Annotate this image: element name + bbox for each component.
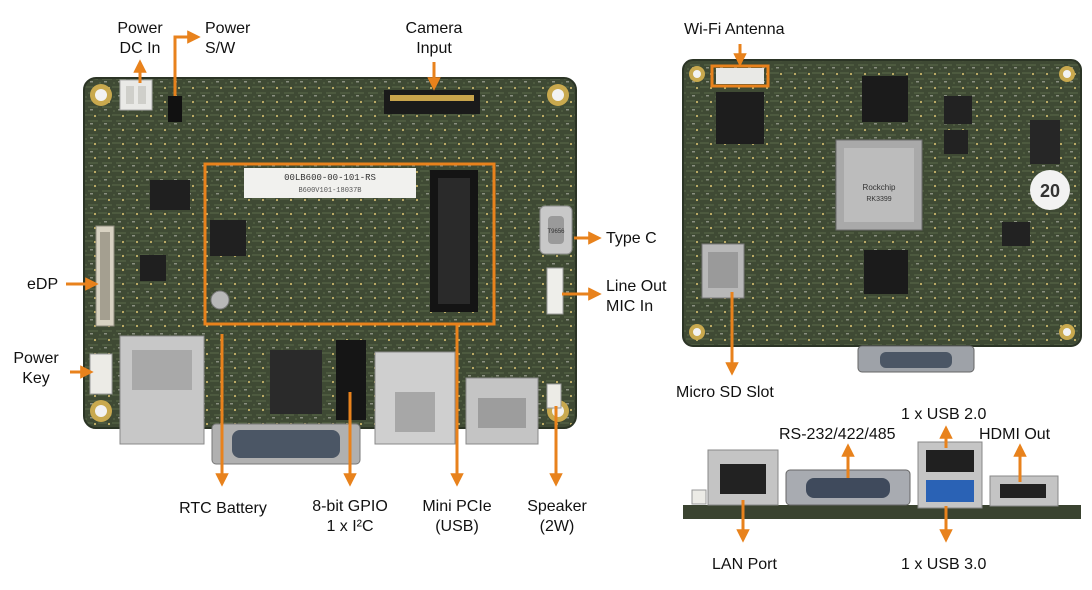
line-out-mic-connector: [546, 267, 564, 315]
badge-20: [1030, 170, 1070, 210]
label-type-c: Type C: [606, 230, 657, 247]
soc-model-text: RK3399: [866, 196, 891, 203]
badge-text: 20: [1040, 181, 1060, 201]
label-power-sw: Power S/W: [205, 20, 251, 57]
label-rtc-battery: RTC Battery: [179, 500, 267, 517]
board-bottom-view: Rockchip RK3399 20: [682, 59, 1082, 373]
arrow-power-sw: [173, 30, 201, 96]
callout-arrows: [66, 30, 1027, 543]
dc-in-connector: [119, 79, 153, 111]
dip-switch: [270, 350, 322, 414]
wifi-antenna-connectors: [716, 68, 764, 84]
label-hdmi-out: HDMI Out: [979, 426, 1051, 443]
label-rs232: RS-232/422/485: [779, 426, 896, 443]
label-power-dc-in: Power DC In: [117, 20, 163, 57]
usb20-port: [926, 450, 974, 472]
label-speaker: Speaker (2W): [527, 498, 587, 535]
power-key-connector: [89, 353, 113, 395]
camera-connector: [384, 90, 480, 114]
label-mini-pcie: Mini PCIe (USB): [422, 498, 492, 535]
label-line-out-mic-in: Line Out MIC In: [606, 278, 667, 315]
board-sticker: [244, 168, 416, 198]
memory-chip: [716, 92, 764, 144]
label-edp: eDP: [27, 276, 59, 293]
label-power-key: Power Key: [13, 350, 59, 387]
sticker-text: 00LB600-00-101-RS: [284, 173, 376, 183]
soc-brand-text: Rockchip: [863, 183, 896, 192]
label-camera-input: Camera Input: [405, 20, 463, 57]
label-wifi-antenna: Wi-Fi Antenna: [684, 21, 785, 38]
label-lan-port: LAN Port: [712, 556, 777, 573]
label-micro-sd-slot: Micro SD Slot: [676, 384, 774, 401]
sticker-subtext: B600V101-18037B: [298, 187, 361, 195]
power-switch-header: [168, 96, 182, 122]
usb30-port: [926, 480, 974, 502]
typec-mark: T9656: [547, 229, 565, 235]
label-gpio-i2c: 8-bit GPIO 1 x I²C: [312, 498, 388, 535]
speaker-connector: [546, 383, 562, 409]
board-side-view: [683, 441, 1081, 519]
label-usb30: 1 x USB 3.0: [901, 556, 987, 573]
label-usb20: 1 x USB 2.0: [901, 406, 987, 423]
main-board-top-view: 00LB600-00-101-RS B600V101-18037B T9656: [83, 77, 577, 465]
mini-pcie-highlight-box: [203, 162, 496, 326]
